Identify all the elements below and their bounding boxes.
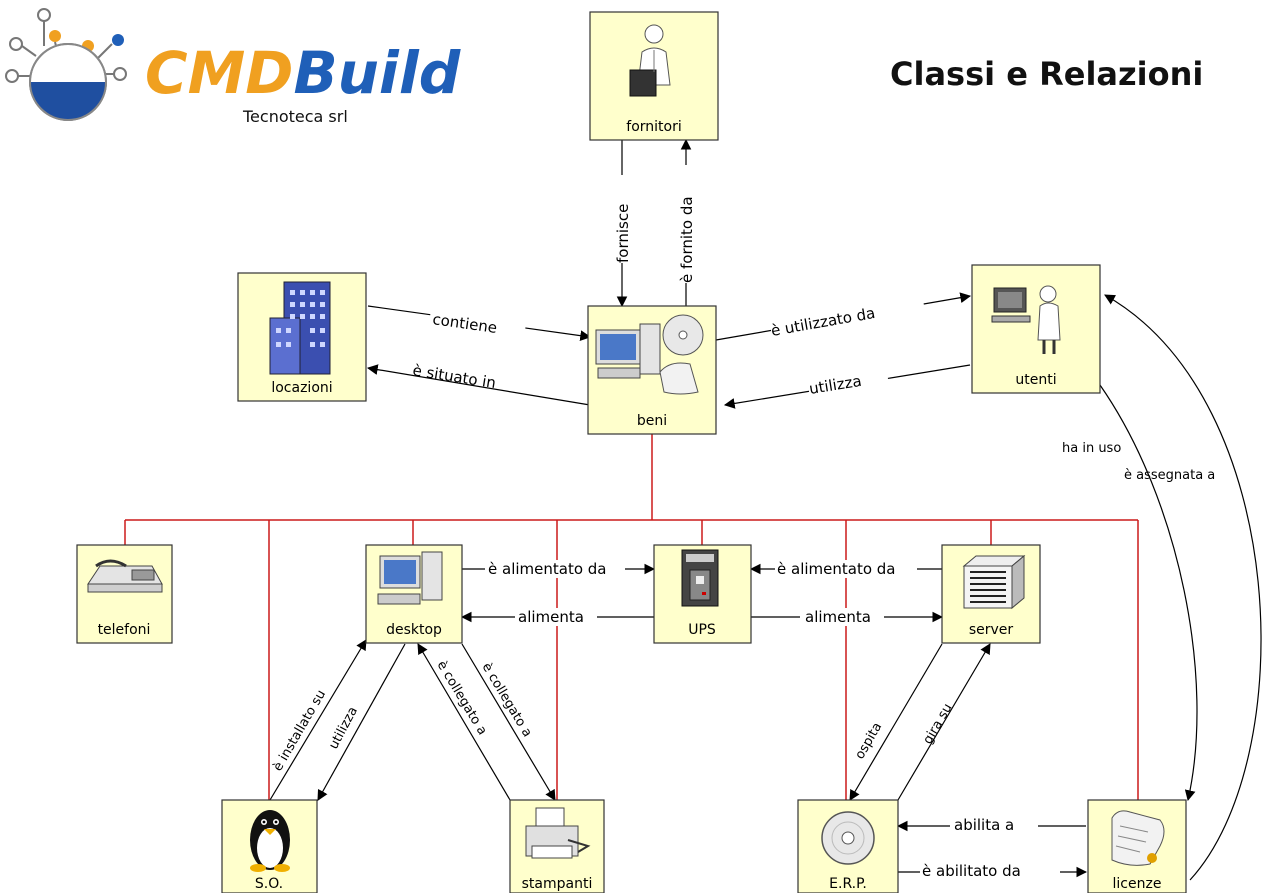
- user-at-computer-icon: [991, 285, 1061, 354]
- node-beni[interactable]: beni: [587, 305, 717, 435]
- node-erp[interactable]: E.R.P.: [797, 799, 899, 893]
- node-utenti[interactable]: utenti: [971, 264, 1101, 394]
- node-label-utenti: utenti: [1015, 372, 1056, 388]
- node-label-desktop: desktop: [386, 622, 442, 638]
- label-assegnata-a: è assegnata a: [1124, 468, 1215, 483]
- label-desktop-alimentato-da: è alimentato da: [488, 560, 606, 578]
- cd-disc-icon: [821, 811, 875, 865]
- computer-cd-icon: [595, 314, 704, 395]
- label-server-alimentato-da: è alimentato da: [777, 560, 895, 578]
- license-scroll-icon: [1111, 810, 1165, 866]
- label-ha-in-uso: ha in uso: [1062, 441, 1121, 456]
- node-label-server: server: [969, 622, 1014, 638]
- label-alimenta-server: alimenta: [805, 608, 871, 626]
- printer-icon: [525, 807, 591, 859]
- label-fornisce: fornisce: [614, 204, 632, 263]
- label-abilitato-da: è abilitato da: [922, 862, 1021, 880]
- node-so[interactable]: S.O.: [221, 799, 318, 893]
- label-utilizzato-da: è utilizzato da: [770, 304, 877, 340]
- node-stampanti[interactable]: stampanti: [509, 799, 605, 893]
- page-title: Classi e Relazioni: [890, 55, 1203, 93]
- label-gira-su: gira su: [920, 701, 955, 747]
- node-server[interactable]: server: [941, 544, 1041, 644]
- node-label-fornitori: fornitori: [626, 119, 681, 135]
- node-label-stampanti: stampanti: [522, 876, 593, 892]
- node-label-licenze: licenze: [1113, 876, 1162, 892]
- svg-text:CMDBuild: CMDBuild: [145, 39, 461, 107]
- node-label-erp: E.R.P.: [829, 876, 867, 892]
- node-telefoni[interactable]: telefoni: [76, 544, 173, 644]
- hierarchy-lines: [124, 434, 1139, 800]
- label-alimenta-desktop: alimenta: [518, 608, 584, 626]
- ups-icon: [681, 549, 719, 607]
- node-label-ups: UPS: [688, 622, 716, 638]
- label-so-utilizza: utilizza: [326, 704, 361, 751]
- label-abilita-a: abilita a: [954, 816, 1014, 834]
- node-label-telefoni: telefoni: [98, 622, 151, 638]
- node-label-so: S.O.: [255, 876, 283, 892]
- node-label-locazioni: locazioni: [271, 380, 332, 396]
- label-ospita: ospita: [852, 720, 885, 762]
- node-ups[interactable]: UPS: [653, 544, 752, 644]
- penguin-icon: [250, 810, 290, 872]
- node-label-beni: beni: [637, 413, 667, 429]
- company-name: Tecnoteca srl: [242, 107, 348, 126]
- node-desktop[interactable]: desktop: [365, 544, 463, 644]
- server-rack-icon: [962, 554, 1026, 610]
- relation-edges: [269, 138, 1262, 881]
- brand-build: Build: [293, 39, 460, 107]
- cmdbuild-logo-icon: [5, 8, 127, 121]
- telephone-icon: [87, 559, 163, 593]
- node-fornitori[interactable]: fornitori: [589, 11, 719, 141]
- node-locazioni[interactable]: locazioni: [237, 272, 367, 402]
- label-installato-su: è installato su: [270, 688, 329, 774]
- businessman-icon: [629, 24, 671, 97]
- node-licenze[interactable]: licenze: [1087, 799, 1187, 893]
- label-fornito-da: è fornito da: [678, 196, 696, 283]
- building-icon: [269, 281, 331, 375]
- brand-cmd: CMD: [145, 39, 293, 107]
- desktop-computer-icon: [377, 551, 443, 605]
